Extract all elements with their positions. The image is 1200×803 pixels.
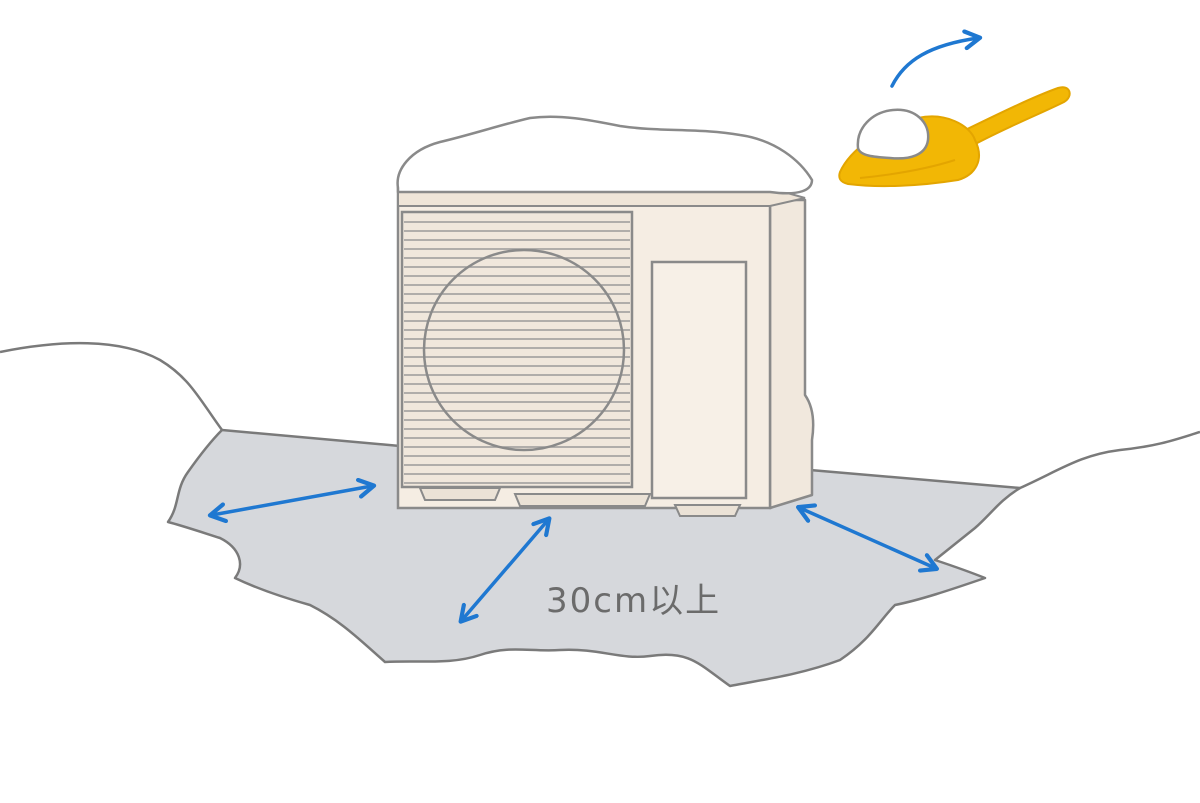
fan-grille <box>400 210 634 489</box>
clearance-label: 30cm以上 <box>546 581 721 621</box>
clearance-arrow-icon <box>458 516 552 624</box>
snow-bank-left <box>0 341 224 431</box>
unit-foot-mid <box>513 493 652 507</box>
snow-shovel-icon <box>838 86 1071 188</box>
clearance-arrow-icon <box>207 477 377 524</box>
clearance-arrow-icon <box>795 503 940 573</box>
snow-on-unit <box>396 115 814 195</box>
fan-grille-slats <box>404 221 630 484</box>
unit-foot-left <box>418 487 502 501</box>
snow-clump <box>856 108 930 160</box>
outdoor-ac-unit-icon <box>396 186 815 517</box>
shovel-handle <box>954 86 1071 149</box>
throw-arrow-icon <box>890 29 983 88</box>
unit-side-panel <box>768 198 815 510</box>
shovel-blade-crease <box>859 159 956 179</box>
service-panel <box>650 260 748 500</box>
fan-circle <box>422 248 626 452</box>
unit-foot-right <box>673 504 742 517</box>
snow-bank-right <box>1019 430 1200 490</box>
